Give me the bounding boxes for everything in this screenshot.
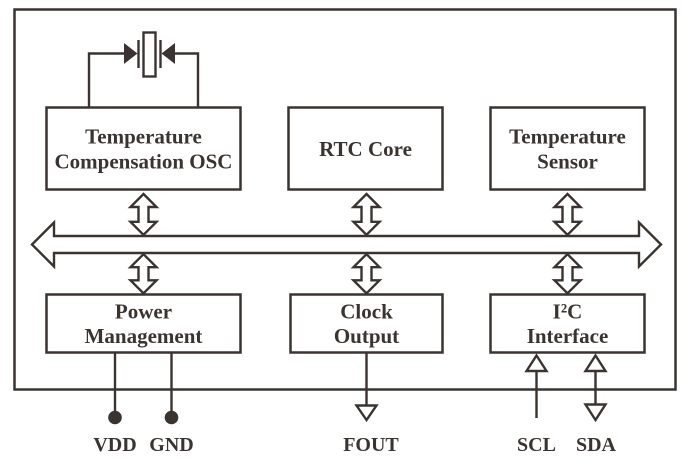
crystal-body: [142, 31, 157, 78]
clock-output-label-line2: Output: [334, 324, 399, 348]
crystal-left-arrowhead-icon: [124, 43, 138, 64]
sda-pin-label: SDA: [576, 434, 617, 456]
rtc-core-label: RTC Core: [319, 137, 412, 161]
rtc-core-box: [287, 106, 444, 191]
clock-output-box: [289, 293, 444, 354]
fout-down-arrowhead-icon: [354, 404, 379, 423]
pin-gnd: GND: [149, 353, 194, 456]
scl-pin-label: SCL: [517, 434, 556, 456]
power-management-box: [45, 293, 242, 354]
i2c-interface-label-line2: Interface: [527, 324, 609, 348]
crystal-left-wire: [87, 52, 124, 107]
sda-down-arrowhead-icon: [583, 403, 608, 423]
temperature-compensation-osc-label-line2: Compensation OSC: [55, 150, 233, 174]
pin-sda: SDA: [576, 353, 617, 456]
block-i2c-interface: I²C Interface: [489, 293, 646, 354]
i2c-interface-label-line1: I²C: [553, 300, 583, 324]
block-rtc-core: RTC Core: [287, 106, 444, 191]
temperature-sensor-box: [489, 106, 646, 191]
gnd-terminal-dot-icon: [164, 410, 179, 425]
bidirectional-bus-arrow: [30, 219, 663, 270]
block-power-management: Power Management: [45, 293, 242, 354]
block-temperature-sensor: Temperature Sensor: [489, 106, 646, 191]
crystal-oscillator-icon: [87, 31, 200, 107]
clock-output-label-line1: Clock: [340, 300, 393, 324]
block-temperature-compensation-osc: Temperature Compensation OSC: [45, 106, 242, 191]
fout-pin-label: FOUT: [343, 434, 399, 456]
temperature-sensor-label-line2: Sensor: [537, 150, 598, 174]
gnd-pin-label: GND: [149, 434, 193, 456]
pin-vdd: VDD: [93, 353, 137, 456]
power-management-label-line2: Management: [85, 324, 203, 348]
vdd-pin-label: VDD: [93, 434, 136, 456]
bidirectional-connection-arrow-rtc-bus: [350, 192, 383, 237]
temperature-sensor-label-line1: Temperature: [509, 125, 626, 149]
block-clock-output: Clock Output: [289, 293, 444, 354]
i2c-interface-box: [489, 293, 646, 354]
bidirectional-connection-arrow-tsensor-bus: [551, 192, 584, 237]
crystal-right-wire: [175, 52, 200, 107]
temperature-compensation-osc-label-line1: Temperature: [85, 125, 202, 149]
pin-fout: FOUT: [343, 353, 399, 456]
bidirectional-connection-arrow-tco-bus: [127, 192, 160, 237]
power-management-label-line1: Power: [115, 300, 172, 324]
pin-scl: SCL: [517, 353, 556, 456]
temperature-compensation-osc-box: [45, 106, 242, 191]
vdd-terminal-dot-icon: [108, 410, 122, 425]
crystal-right-arrowhead-icon: [161, 43, 175, 64]
